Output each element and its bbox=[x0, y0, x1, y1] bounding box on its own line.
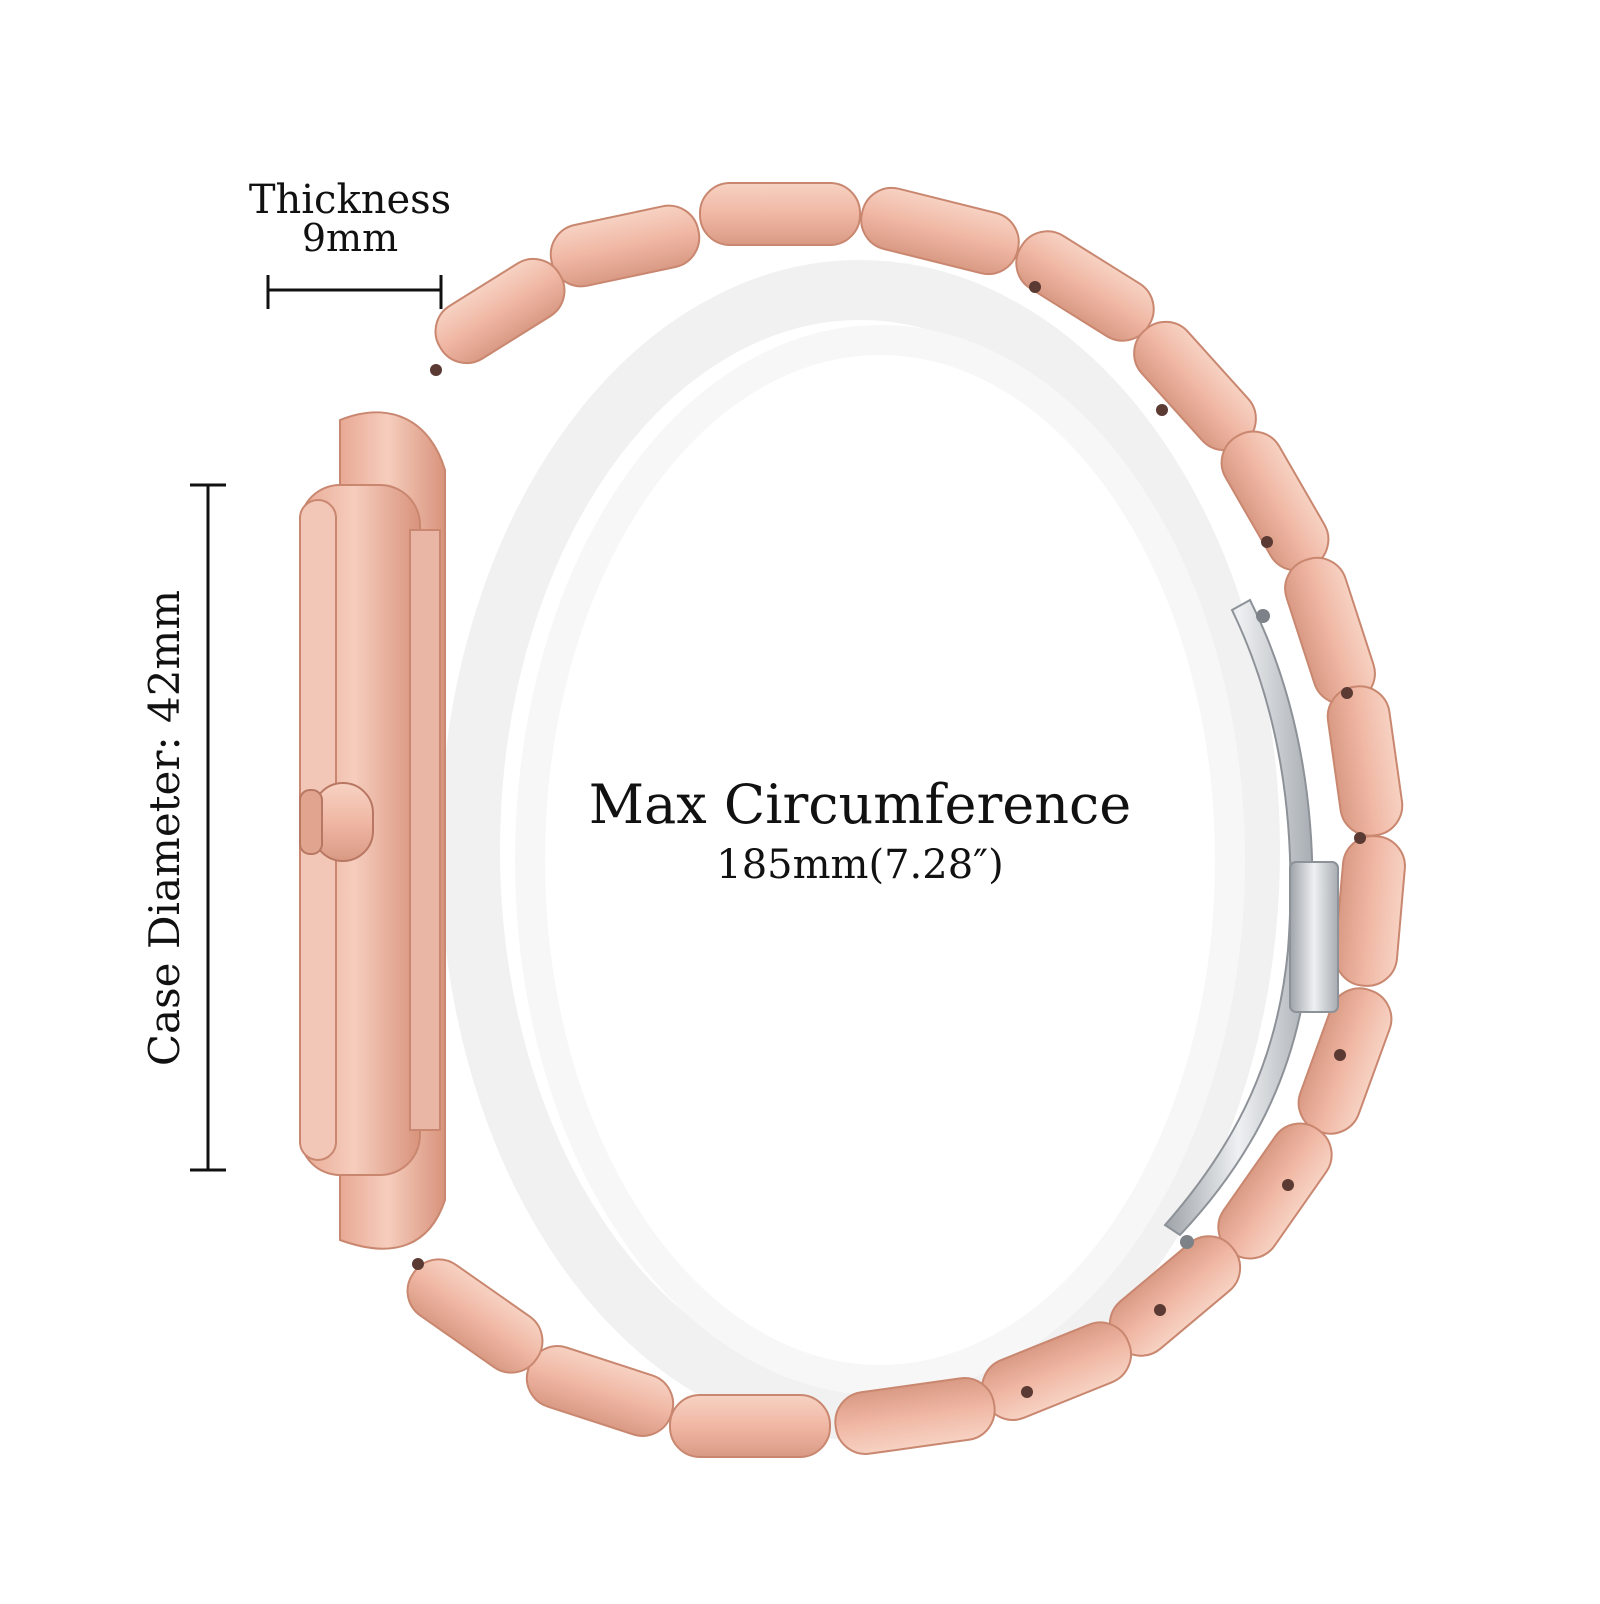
bracelet-links bbox=[406, 182, 1406, 1458]
bracelet-link bbox=[1326, 685, 1404, 837]
bracelet-link bbox=[860, 186, 1020, 276]
bracelet-link bbox=[1334, 835, 1406, 987]
bracelet-link bbox=[549, 204, 701, 288]
bracelet-link bbox=[434, 257, 566, 365]
thickness-value: 9mm bbox=[301, 216, 399, 260]
case-diameter-label: Case Diameter: 42mm bbox=[140, 589, 189, 1067]
bracelet-link bbox=[669, 1394, 831, 1458]
diameter-dimension-line bbox=[190, 483, 226, 1172]
circumference-label: Max Circumference bbox=[588, 773, 1132, 836]
bracelet-link bbox=[699, 182, 861, 246]
watch-case bbox=[299, 411, 446, 1250]
thickness-dimension-line bbox=[266, 275, 443, 309]
steel-clasp bbox=[1163, 598, 1339, 1249]
thickness-label: Thickness bbox=[248, 177, 452, 223]
bracelet-link bbox=[406, 1258, 544, 1374]
bracelet-link bbox=[834, 1377, 996, 1455]
circumference-value: 185mm(7.28″) bbox=[716, 842, 1004, 888]
bracelet-link bbox=[1015, 230, 1155, 342]
